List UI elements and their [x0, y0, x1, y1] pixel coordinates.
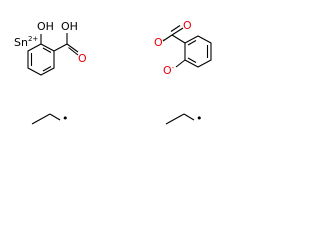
structure-diagram: Sn2+ OH OH O O- O O-	[14, 19, 212, 125]
carbonyl-oxygen-label: O	[78, 52, 87, 65]
phenoxide-oxygen-label: O-	[163, 64, 175, 77]
carbonyl-bond-right-a	[171, 27, 184, 36]
ethyl-radical-left: •	[31, 112, 69, 125]
carboxylate-bond	[162, 34, 173, 42]
benzene-ring-right	[184, 35, 212, 68]
hydroxyl-label: OH	[37, 20, 54, 33]
phenoxide-bond	[175, 59, 186, 68]
tin-ion-label: Sn2+	[14, 35, 38, 49]
salicylate-dianion: O- O O-	[154, 19, 212, 77]
carboxyl-bond	[53, 43, 68, 52]
carbonyl-bond-b	[68, 47, 79, 56]
radical-dot-right: •	[196, 112, 203, 125]
salicylic-acid: OH OH O	[27, 20, 87, 76]
carbonyl-bond-right-b	[170, 25, 181, 32]
carboxylate-oxygen-label: O-	[154, 36, 166, 49]
carboxyl-oh-label: OH	[61, 20, 78, 33]
radical-dot-left: •	[62, 112, 69, 125]
carbonyl-oxygen-right-label: O	[183, 19, 192, 32]
carbonyl-bond-a	[66, 43, 79, 53]
ethyl-radical-right: •	[165, 112, 203, 125]
ring-carboxyl-bond	[171, 34, 186, 44]
benzene-ring-left	[27, 43, 55, 76]
